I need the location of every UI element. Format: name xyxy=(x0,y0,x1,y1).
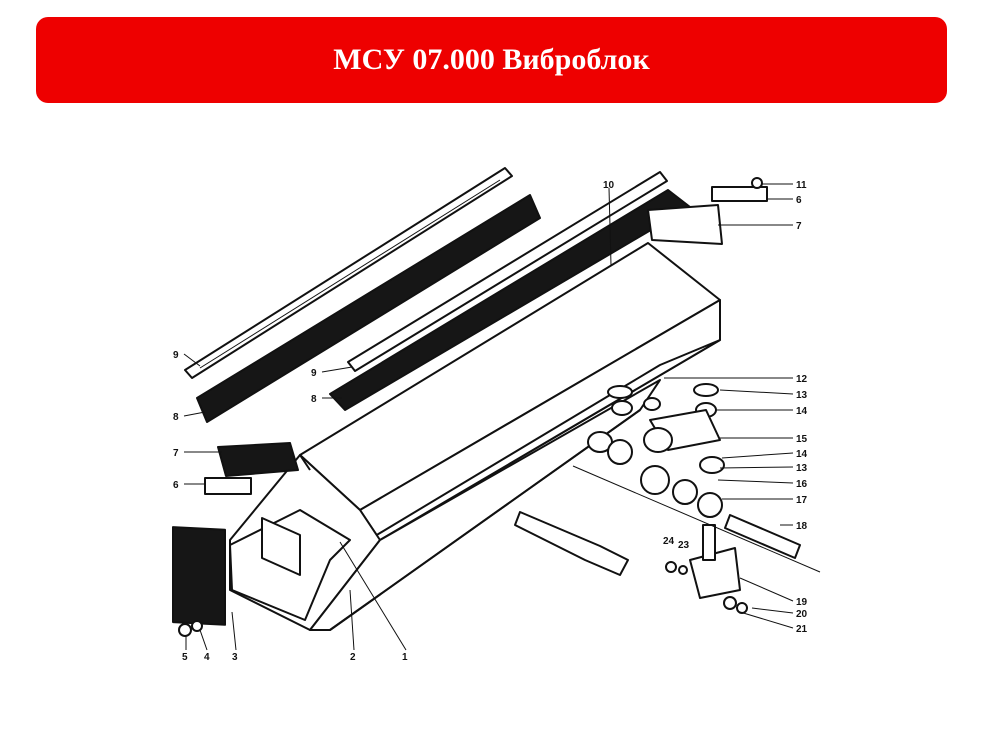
nut-11 xyxy=(751,177,763,189)
pin-stud xyxy=(702,524,716,561)
rail-plate-9-left xyxy=(184,167,513,379)
nut-20 xyxy=(723,596,737,610)
end-housing xyxy=(229,509,351,621)
callout-20: 20 xyxy=(796,609,808,620)
connecting-rod xyxy=(514,511,629,576)
callout-4: 4 xyxy=(204,652,210,663)
callout-14a: 14 xyxy=(796,406,808,417)
washer-4 xyxy=(191,620,203,632)
callout-6a: 6 xyxy=(173,480,179,491)
callout-5: 5 xyxy=(182,652,188,663)
callout-6b: 6 xyxy=(796,195,802,206)
callout-3: 3 xyxy=(232,652,238,663)
callout-7a: 7 xyxy=(173,448,179,459)
callout-9a: 9 xyxy=(173,350,179,361)
bracket-6-left xyxy=(204,477,252,495)
rubber-strip-8-left xyxy=(196,194,541,423)
callout-13a: 13 xyxy=(796,390,808,401)
callout-24: 24 xyxy=(663,536,675,547)
callout-10: 10 xyxy=(603,180,615,191)
leader-lines xyxy=(183,183,821,651)
callout-16: 16 xyxy=(796,479,808,490)
nut-5 xyxy=(178,623,192,637)
callout-19: 19 xyxy=(796,597,808,608)
callout-15: 15 xyxy=(796,434,808,445)
callout-11: 11 xyxy=(796,180,807,191)
page-title: МСУ 07.000 Виброблок xyxy=(333,43,650,76)
callout-9b: 9 xyxy=(311,368,317,379)
callout-18: 18 xyxy=(796,521,808,532)
callout-17: 17 xyxy=(796,495,808,506)
shaft-18 xyxy=(724,514,801,559)
washer-21 xyxy=(736,602,748,614)
callout-2: 2 xyxy=(350,652,356,663)
plate-7-right xyxy=(647,204,723,245)
bracket-6-right xyxy=(711,186,768,202)
callout-14b: 14 xyxy=(796,449,808,460)
callout-23: 23 xyxy=(678,540,690,551)
screen-plate-3 xyxy=(172,526,226,626)
callout-7b: 7 xyxy=(796,221,802,232)
title-banner: МСУ 07.000 Виброблок xyxy=(36,17,947,103)
callout-8a: 8 xyxy=(173,412,179,423)
nut-24 xyxy=(665,561,677,573)
callout-labels: 1 2 3 4 5 6 6 7 7 8 8 9 9 10 11 12 13 13… xyxy=(173,180,808,663)
callout-1: 1 xyxy=(402,652,408,663)
washer-23 xyxy=(678,565,688,575)
callout-21: 21 xyxy=(796,624,808,635)
callout-8b: 8 xyxy=(311,394,317,405)
rail-plate-9-right xyxy=(347,171,668,372)
callout-13b: 13 xyxy=(796,463,808,474)
callout-12: 12 xyxy=(796,374,808,385)
plate-7-left xyxy=(217,442,299,477)
